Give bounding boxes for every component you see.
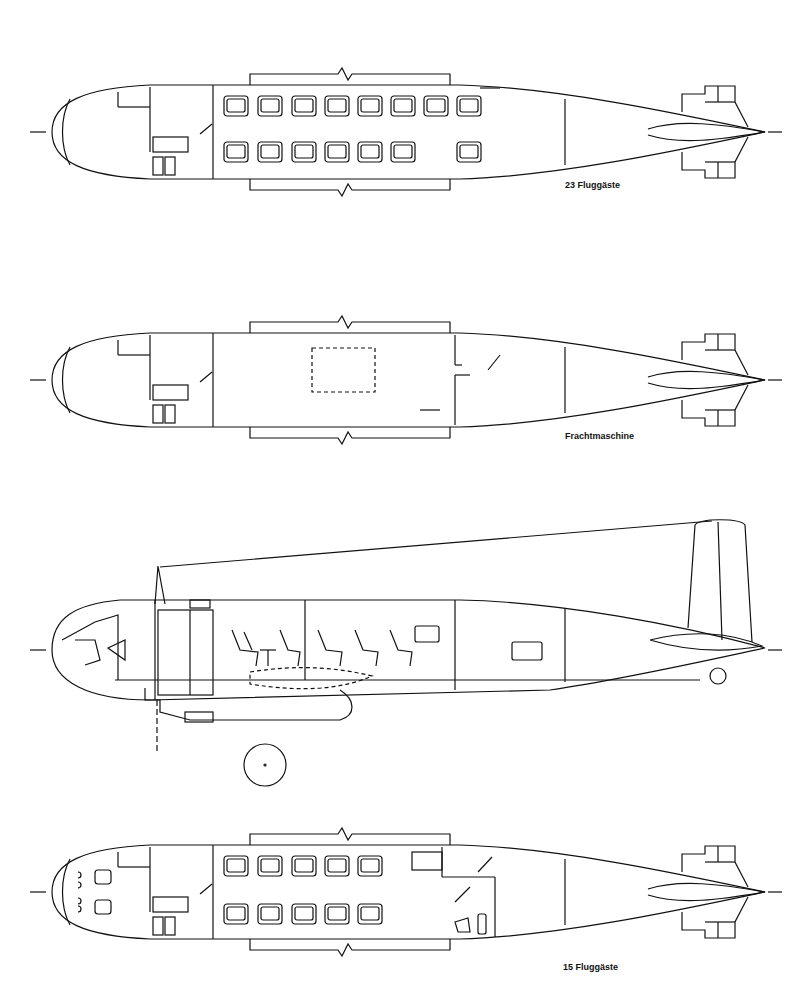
fuselage-plan	[30, 828, 782, 956]
tail-wheel	[710, 668, 726, 684]
plan-view-15	[30, 828, 782, 956]
seat-rows	[224, 856, 382, 924]
fuselage-plan	[30, 68, 782, 196]
view-caption: 15 Fluggäste	[563, 963, 618, 972]
fuselage-plan	[30, 316, 782, 444]
cabin-front	[118, 85, 213, 179]
crew-seats	[78, 870, 111, 914]
cargo-hatch	[312, 348, 375, 392]
main-wheel	[244, 744, 286, 786]
cabin-front	[118, 845, 213, 939]
cabin-front	[118, 333, 213, 427]
seat-rows	[224, 96, 481, 162]
view-caption: 23 Fluggäste	[565, 181, 620, 190]
plan-view-cargo	[30, 316, 782, 444]
side-seats	[232, 630, 412, 666]
view-caption: Frachtmaschine	[565, 432, 634, 441]
plan-view-23	[30, 68, 782, 196]
side-view	[30, 520, 782, 786]
